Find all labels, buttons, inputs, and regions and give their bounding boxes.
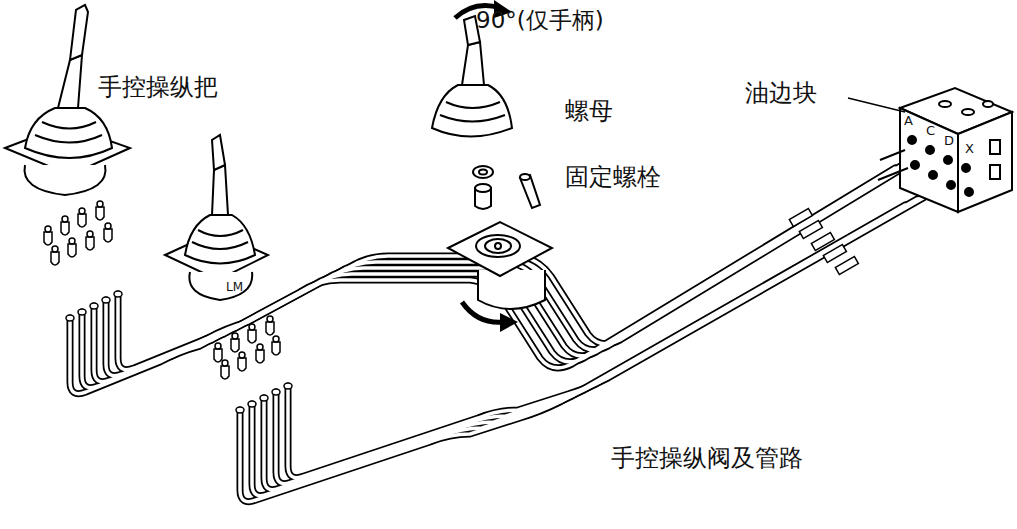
nut-bolt <box>473 166 540 209</box>
joystick <box>165 135 268 300</box>
valve-base <box>448 222 552 309</box>
port-name: D <box>944 134 954 148</box>
port-name: C <box>926 124 935 138</box>
couplings <box>789 209 858 275</box>
fittings <box>44 201 280 379</box>
rotation-arrow <box>455 0 518 332</box>
pipe-bundle <box>70 144 953 502</box>
part-name: 手控操纵阀及管路 <box>611 445 803 471</box>
model-mark: LM <box>226 281 243 294</box>
joystick <box>432 16 512 137</box>
pipe-ends <box>66 291 292 413</box>
part-name: 油边块 <box>745 80 817 106</box>
part-name: 固定螺栓 <box>565 164 661 190</box>
angle-note: 90°(仅手柄) <box>476 8 604 33</box>
part-name: 手控操纵把 <box>98 74 218 100</box>
oil-block <box>878 88 1012 212</box>
part-name: 螺母 <box>565 98 613 124</box>
port-name: A <box>904 114 913 128</box>
port-name: X <box>965 142 974 156</box>
leader-line <box>848 98 905 112</box>
